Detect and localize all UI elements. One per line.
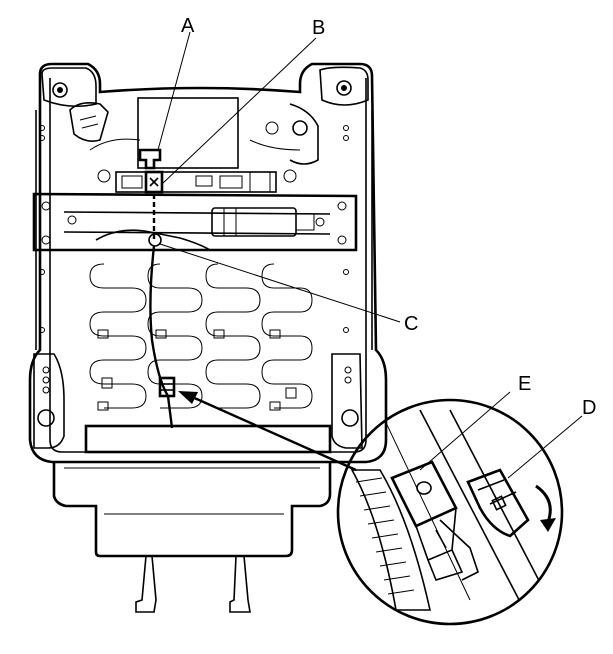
callout-a: A: [181, 15, 195, 37]
detail-zoom-circle: [336, 398, 564, 626]
wire-harness: [138, 148, 176, 429]
callout-d: D: [582, 397, 596, 419]
upper-mechanism: [69, 97, 319, 193]
cross-brace: [32, 192, 358, 252]
callout-labels: A B C D E: [181, 15, 596, 419]
callout-c: C: [404, 313, 418, 335]
seat-base: [52, 424, 332, 613]
callout-b: B: [312, 17, 325, 39]
seat-springs: [89, 263, 313, 411]
zoom-arrow: [178, 391, 357, 472]
lower-brackets: [33, 353, 363, 449]
seat-frame: [28, 62, 388, 464]
callout-e: E: [518, 373, 531, 395]
leader-lines: [157, 31, 583, 479]
